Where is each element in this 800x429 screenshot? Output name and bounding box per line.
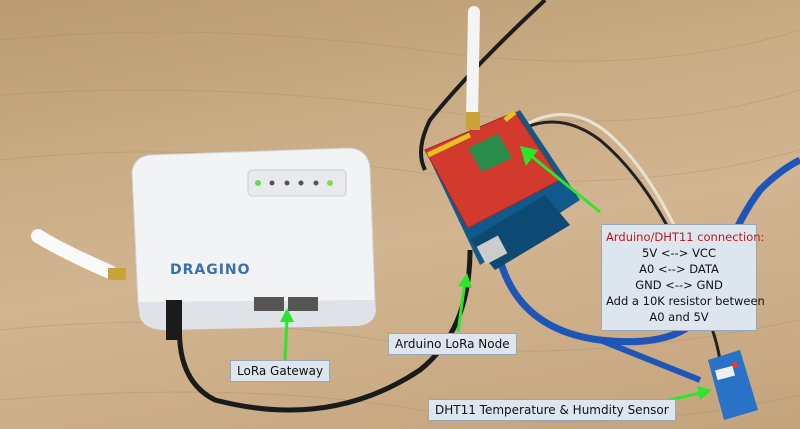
connection-line: A0 and 5V bbox=[649, 310, 709, 324]
node-antenna bbox=[466, 6, 480, 130]
wood-grain bbox=[0, 29, 800, 423]
lora-shield bbox=[424, 110, 561, 229]
gateway-label: LoRa Gateway bbox=[230, 360, 331, 382]
connection-line: 5V <--> VCC bbox=[642, 246, 716, 260]
dht11-sensor bbox=[708, 350, 758, 420]
usb-cable-2 bbox=[598, 337, 702, 383]
sensor-label: DHT11 Temperature & Humdity Sensor bbox=[428, 399, 676, 421]
device-brand-logo: DRAGINO bbox=[170, 262, 251, 278]
connection-title: Arduino/DHT11 connection: bbox=[606, 230, 765, 244]
connection-line: A0 <--> DATA bbox=[639, 262, 719, 276]
connection-info-box: Arduino/DHT11 connection: 5V <--> VCC A0… bbox=[601, 224, 765, 331]
antenna-cable bbox=[419, 0, 547, 171]
ethernet-cable bbox=[176, 249, 473, 413]
connection-line: GND <--> GND bbox=[635, 278, 723, 292]
node-label: Arduino LoRa Node bbox=[388, 333, 517, 355]
lora-gateway-device bbox=[131, 147, 376, 340]
gateway-antenna bbox=[31, 229, 126, 280]
connection-line: Add a 10K resistor between bbox=[606, 294, 765, 308]
